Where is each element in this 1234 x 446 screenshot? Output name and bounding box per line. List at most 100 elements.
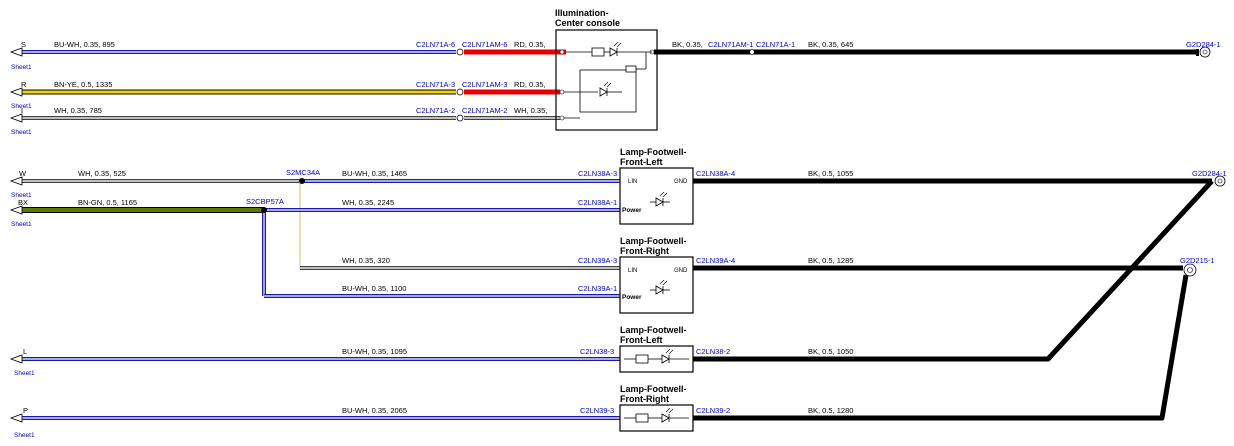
connector-label[interactable]: C2LN38-3	[580, 347, 614, 356]
connector-label[interactable]: C2LN39A-1	[578, 284, 617, 293]
connector-pin-icon	[456, 48, 464, 56]
connector-label[interactable]: C2LN38-2	[696, 347, 730, 356]
connector-label[interactable]: C2LN71AM-2	[462, 106, 507, 115]
sheet-ref-letter: P	[23, 406, 28, 415]
wire-label: RD, 0.35,	[514, 80, 546, 89]
sheet-ref-link[interactable]: Sheet1	[11, 192, 32, 199]
component-pin-icon	[559, 49, 565, 55]
connector-label[interactable]: C2LN71AM-6	[462, 40, 507, 49]
splice-label[interactable]: S2CBP57A	[246, 197, 284, 206]
sheet-ref-link[interactable]: Sheet1	[11, 129, 32, 136]
sheet-ref-r[interactable]: R Sheet1	[9, 80, 32, 110]
wire-label: WH, 0.35, 785	[54, 106, 102, 115]
connector-pin-icon	[456, 88, 464, 96]
ground-label[interactable]: G2D215-1	[1180, 256, 1215, 265]
component-title: Lamp-Footwell-	[620, 384, 687, 394]
sheet-ref-letter: S	[21, 40, 26, 49]
connector-label[interactable]: C2LN71A-1	[756, 40, 795, 49]
ground-wire	[693, 274, 1189, 421]
component-lamp-footwell-front-right-lin[interactable]: Lamp-Footwell- Front-Right LIN GND Power	[619, 236, 694, 314]
led-icon	[650, 279, 670, 295]
resistor-icon	[591, 47, 605, 57]
wire-label: BK, 0.5, 1285	[808, 256, 853, 265]
off-sheet-arrow-icon	[9, 354, 23, 364]
component-illumination-center-console[interactable]: Illumination- Center console	[555, 8, 658, 131]
ground-label[interactable]: G2D284-1	[1186, 40, 1221, 49]
pin-label: Power	[622, 294, 642, 301]
component-title: Front-Right	[620, 394, 669, 404]
wire-label: BK, 0.5, 1055	[808, 169, 853, 178]
component-lamp-footwell-front-left[interactable]: Lamp-Footwell- Front-Left	[619, 325, 694, 373]
pin-label: LIN	[628, 268, 637, 274]
component-title: Lamp-Footwell-	[620, 325, 687, 335]
connector-label[interactable]: C2LN71A-3	[416, 80, 455, 89]
off-sheet-arrow-icon	[9, 413, 23, 423]
off-sheet-arrow-icon	[9, 205, 23, 215]
sheet-ref-letter: I	[21, 106, 23, 115]
wire-label: BK, 0.5, 1280	[808, 406, 853, 415]
splice-dot-icon[interactable]	[261, 207, 267, 213]
wire-label: WH, 0.35, 2245	[342, 198, 394, 207]
connector-label[interactable]: C2LN39A-4	[696, 256, 735, 265]
connector-label[interactable]: C2LN71AM-3	[462, 80, 507, 89]
sheet-ref-letter: L	[23, 347, 27, 356]
connector-label[interactable]: C2LN38A-4	[696, 169, 735, 178]
sheet-ref-link[interactable]: Sheet1	[11, 64, 32, 71]
sheet-ref-link[interactable]: Sheet1	[11, 221, 32, 228]
led-icon	[661, 407, 674, 423]
splice-label[interactable]: S2MC34A	[286, 168, 320, 177]
wire-label: BN-YE, 0.5, 1335	[54, 80, 112, 89]
resistor-icon	[635, 354, 649, 364]
off-sheet-arrow-icon	[9, 113, 23, 123]
wire-label: WH, 0.35,	[514, 106, 547, 115]
wire-label: WH, 0.35, 525	[78, 169, 126, 178]
sheet-ref-letter: R	[21, 80, 27, 89]
component-lamp-footwell-front-right[interactable]: Lamp-Footwell- Front-Right	[619, 384, 694, 432]
sheet-ref-i[interactable]: I Sheet1	[9, 106, 32, 136]
led-icon	[599, 81, 612, 97]
ground-label[interactable]: G2D284-1	[1192, 169, 1227, 178]
sheet-ref-s[interactable]: S Sheet1	[9, 40, 32, 71]
connector-label[interactable]: C2LN39-3	[580, 406, 614, 415]
wire-label: BU-WH, 0.35, 1100	[342, 284, 406, 293]
sheet-ref-p[interactable]: P Sheet1	[9, 406, 35, 439]
sheet-ref-link[interactable]: Sheet1	[11, 103, 32, 110]
ground-g2d284-top[interactable]: G2D284-1	[1186, 40, 1221, 58]
wire-label: BU-WH, 0.35, 1095	[342, 347, 407, 356]
connector-label[interactable]: C2LN39A-3	[578, 256, 617, 265]
wire-label: BU-WH, 0.35, 895	[54, 40, 115, 49]
component-lamp-footwell-front-left-lin[interactable]: Lamp-Footwell- Front-Left LIN GND Power	[619, 147, 694, 225]
sheet-ref-link[interactable]: Sheet1	[14, 370, 35, 377]
component-pin-icon	[559, 115, 565, 121]
pin-label: GND	[674, 179, 688, 185]
sheet-ref-w[interactable]: W Sheet1	[9, 169, 32, 199]
led-icon	[661, 348, 674, 364]
connector-label[interactable]: C2LN71AM-1	[708, 40, 753, 49]
connector-label[interactable]: C2LN39-2	[696, 406, 730, 415]
sheet-ref-l[interactable]: L Sheet1	[9, 347, 35, 377]
ground-wire	[693, 179, 1214, 362]
wire-label: BK, 0.35, 645	[808, 40, 853, 49]
ground-g2d215[interactable]: G2D215-1	[1180, 256, 1215, 277]
wire-label: RD, 0.35,	[514, 40, 546, 49]
connector-label[interactable]: C2LN38A-3	[578, 169, 617, 178]
connector-pin-icon	[456, 114, 464, 122]
led-icon	[609, 41, 622, 57]
component-title: Center console	[555, 18, 620, 28]
wire-label: BK, 0.35,	[672, 40, 703, 49]
ground-g2d284-mid[interactable]: G2D284-1	[1192, 169, 1227, 187]
connector-label[interactable]: C2LN71A-6	[416, 40, 455, 49]
component-title: Front-Right	[620, 246, 669, 256]
sheet-ref-link[interactable]: Sheet1	[14, 432, 35, 439]
sheet-ref-bx[interactable]: BX Sheet1	[9, 198, 32, 228]
connector-label[interactable]: C2LN38A-1	[578, 198, 617, 207]
pin-label: Power	[622, 207, 642, 214]
connector-label[interactable]: C2LN71A-2	[416, 106, 455, 115]
wire-label: BU-WH, 0.35, 1465	[342, 169, 407, 178]
led-module-icon	[579, 69, 637, 113]
wire-label: BK, 0.5, 1050	[808, 347, 853, 356]
component-title: Lamp-Footwell-	[620, 147, 687, 157]
splice-dot-icon[interactable]	[299, 178, 305, 184]
